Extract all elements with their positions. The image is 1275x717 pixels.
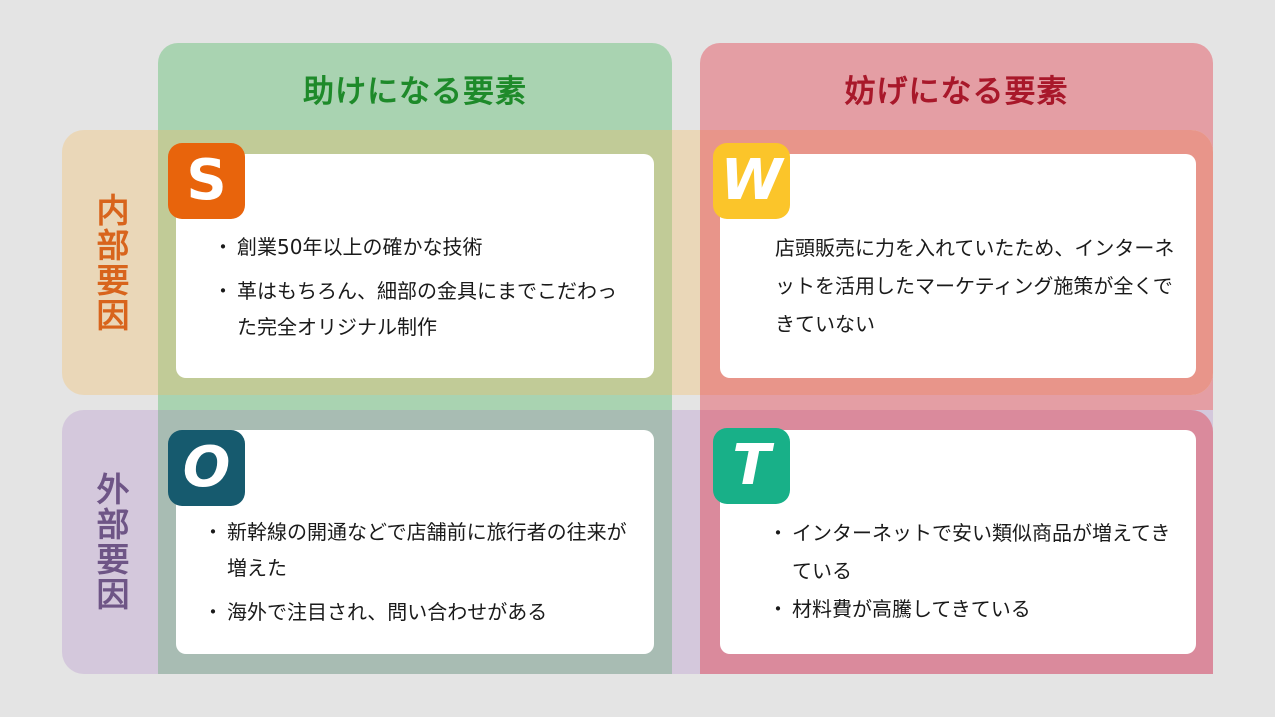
threats-badge-icon: T [713,428,790,504]
threat-item: 材料費が高騰してきている [768,590,1190,628]
weaknesses-card [720,154,1196,378]
opportunities-badge-icon: O [168,430,245,506]
threats-list: インターネットで安い類似商品が増えてきている 材料費が高騰してきている [768,514,1190,628]
strengths-list: 創業50年以上の確かな技術 革はもちろん、細部の金具にまでこだわった完全オリジナ… [213,229,635,353]
weaknesses-badge-icon: W [713,143,790,219]
internal-row-label-text: 内部要因 [91,192,130,333]
helpful-column-title: 助けになる要素 [303,74,527,110]
internal-row-label: 内部要因 [62,130,158,395]
opportunities-list: 新幹線の開通などで店舗前に旅行者の往来が増えた 海外で注目され、問い合わせがある [203,514,645,638]
strengths-badge-icon: S [168,143,245,219]
opportunity-item: 新幹線の開通などで店舗前に旅行者の往来が増えた [203,514,645,586]
threat-item: インターネットで安い類似商品が増えてきている [768,514,1190,590]
external-row-label: 外部要因 [62,410,158,674]
harmful-column-title: 妨げになる要素 [844,74,1069,110]
strength-item: 革はもちろん、細部の金具にまでこだわった完全オリジナル制作 [213,273,635,345]
weaknesses-text: 店頭販売に力を入れていたため、インターネットを活用したマーケティング施策が全くで… [775,236,1175,336]
external-row-label-text: 外部要因 [91,472,130,612]
opportunity-item: 海外で注目され、問い合わせがある [203,594,645,630]
strength-item: 創業50年以上の確かな技術 [213,229,635,265]
